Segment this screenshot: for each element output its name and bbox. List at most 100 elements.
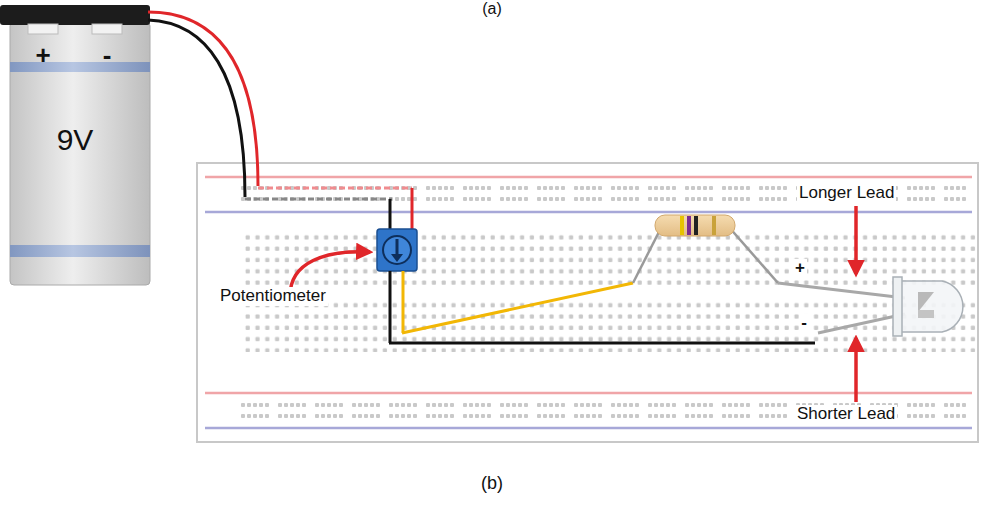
rail-hole: [555, 403, 559, 407]
terminal-sign: -: [103, 42, 112, 68]
rail-hole: [518, 197, 522, 201]
rail-hole: [358, 403, 362, 407]
rail-hole: [623, 186, 627, 190]
rail-hole: [734, 197, 738, 201]
rail-hole: [586, 403, 590, 407]
rail-hole: [728, 197, 732, 201]
rail-hole: [580, 197, 584, 201]
rail-hole: [611, 414, 615, 418]
rail-hole: [518, 403, 522, 407]
rail-hole: [512, 403, 516, 407]
black-jumper: [389, 342, 815, 345]
terminal-holes: [243, 296, 978, 352]
rail-hole: [537, 186, 541, 190]
rail-hole: [444, 197, 448, 201]
rail-hole: [543, 197, 547, 201]
rail-hole: [241, 197, 245, 201]
rail-hole: [401, 197, 405, 201]
rail-hole: [709, 403, 713, 407]
rail-hole: [697, 186, 701, 190]
rail-hole: [962, 403, 966, 407]
battery-box: + - 9V: [10, 22, 150, 285]
rail-hole: [648, 403, 652, 407]
rail-hole: [944, 197, 948, 201]
rail-hole: [672, 414, 676, 418]
rail-hole: [475, 403, 479, 407]
rail-hole: [247, 403, 251, 407]
rail-hole: [734, 414, 738, 418]
rail-hole: [475, 186, 479, 190]
rail-hole: [777, 414, 781, 418]
rail-hole: [278, 403, 282, 407]
rail-hole: [654, 197, 658, 201]
rail-hole: [364, 403, 368, 407]
rail-hole: [691, 186, 695, 190]
rail-hole: [506, 403, 510, 407]
callout-arrow: [854, 338, 858, 402]
rail-hole: [654, 186, 658, 190]
rail-hole: [728, 186, 732, 190]
rail-hole: [691, 414, 695, 418]
rail-hole: [746, 414, 750, 418]
rail-hole: [783, 197, 787, 201]
rail-hole: [931, 197, 935, 201]
rail-hole: [450, 403, 454, 407]
polarity-sign: +: [793, 259, 807, 278]
rail-hole: [518, 186, 522, 190]
rail-hole: [697, 197, 701, 201]
rail-hole: [962, 197, 966, 201]
rail-hole: [481, 197, 485, 201]
rail-hole: [765, 197, 769, 201]
rail-hole: [315, 403, 319, 407]
rail-hole: [728, 414, 732, 418]
rail-hole: [327, 403, 331, 407]
rail-hole: [598, 414, 602, 418]
rail-hole: [241, 414, 245, 418]
rail-hole: [333, 414, 337, 418]
rail-hole: [327, 414, 331, 418]
rail-hole: [777, 186, 781, 190]
rail-hole: [296, 403, 300, 407]
rail-hole: [438, 197, 442, 201]
rail-hole: [913, 197, 917, 201]
figure-label: (a): [480, 0, 504, 18]
rail-hole: [666, 403, 670, 407]
rail-hole: [919, 403, 923, 407]
rail-hole: [654, 403, 658, 407]
rail-hole: [950, 414, 954, 418]
yellow-jumper: [402, 283, 633, 333]
breadboard-body: [197, 163, 978, 442]
black-wire: [148, 20, 245, 197]
rail-hole: [919, 414, 923, 418]
rail-hole: [432, 186, 436, 190]
rail-hole: [438, 414, 442, 418]
terminal-sign: +: [35, 42, 50, 68]
rail-hole: [537, 414, 541, 418]
rail-hole: [709, 197, 713, 201]
rail-hole: [944, 414, 948, 418]
polarity-sign: -: [799, 314, 809, 333]
rail-hole: [697, 414, 701, 418]
led-symbol: [778, 277, 963, 336]
rail-hole: [389, 403, 393, 407]
rail-hole: [771, 186, 775, 190]
rail-hole: [549, 197, 553, 201]
rail-hole: [765, 403, 769, 407]
rail-hole: [302, 403, 306, 407]
rail-hole: [586, 186, 590, 190]
rail-hole: [931, 186, 935, 190]
rail-hole: [611, 186, 615, 190]
rail-hole: [783, 403, 787, 407]
rail-hole: [950, 197, 954, 201]
battery-terminal: [92, 24, 122, 34]
power-rail-line: [205, 176, 972, 179]
rail-hole: [759, 186, 763, 190]
rail-hole: [426, 403, 430, 407]
rail-hole: [524, 403, 528, 407]
rail-hole: [777, 197, 781, 201]
rail-hole: [413, 197, 417, 201]
voltage-label: 9V: [57, 125, 94, 155]
